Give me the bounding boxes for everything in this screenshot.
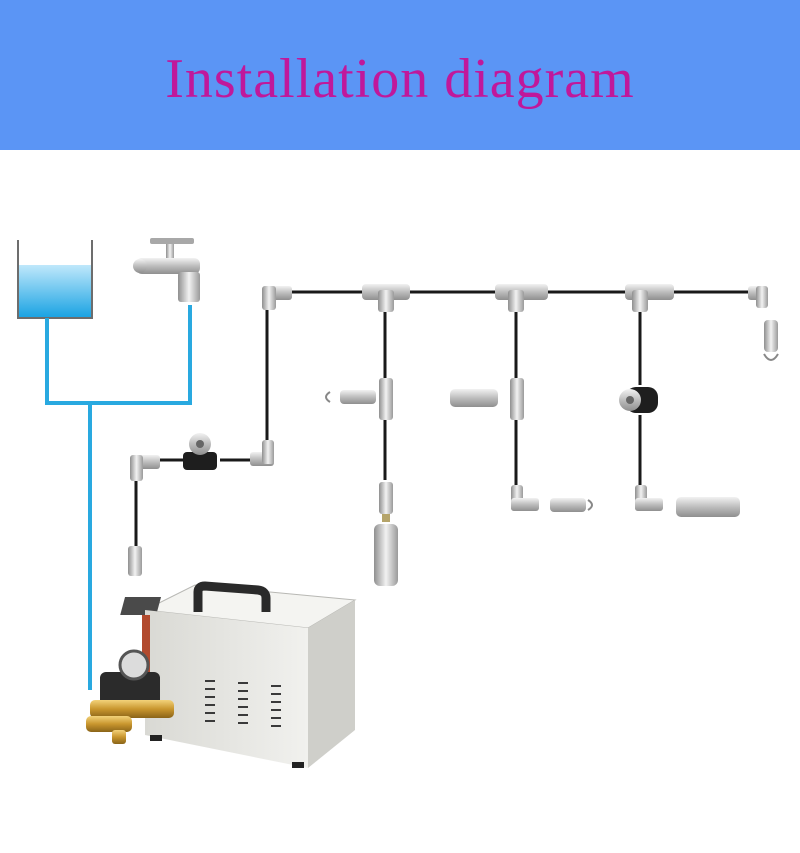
elbow-fitting-icon xyxy=(635,485,663,511)
header-banner: Installation diagram xyxy=(0,0,800,150)
faucet-icon xyxy=(133,238,200,302)
mist-nozzle-icon xyxy=(325,390,376,404)
mist-nozzle-icon xyxy=(763,320,779,361)
nozzle-connector-icon xyxy=(379,482,393,522)
page-title: Installation diagram xyxy=(165,48,635,110)
tee-fitting-icon xyxy=(495,284,548,312)
tee-fitting-icon xyxy=(362,284,410,312)
filter-icon xyxy=(374,524,398,586)
nozzle-connector-icon xyxy=(510,378,524,420)
nozzle-connector-icon xyxy=(128,546,142,576)
mist-tube xyxy=(134,290,752,550)
installation-diagram xyxy=(17,238,779,768)
pipe-clamp-icon xyxy=(183,433,217,470)
nozzle-connector-icon xyxy=(379,378,393,420)
mist-nozzle-icon xyxy=(550,498,593,512)
water-supply-line xyxy=(45,305,192,690)
tee-fitting-icon xyxy=(625,284,674,312)
elbow-fitting-icon xyxy=(748,286,768,308)
water-tank-icon xyxy=(17,240,93,319)
misting-pump-machine-icon xyxy=(86,581,357,768)
elbow-fitting-icon xyxy=(262,286,292,310)
filter-icon xyxy=(450,389,498,407)
elbow-fitting-icon xyxy=(250,440,274,466)
elbow-fitting-icon xyxy=(511,485,539,511)
filter-icon xyxy=(676,497,740,517)
pipe-clamp-icon xyxy=(619,387,658,413)
elbow-fitting-icon xyxy=(130,455,160,481)
